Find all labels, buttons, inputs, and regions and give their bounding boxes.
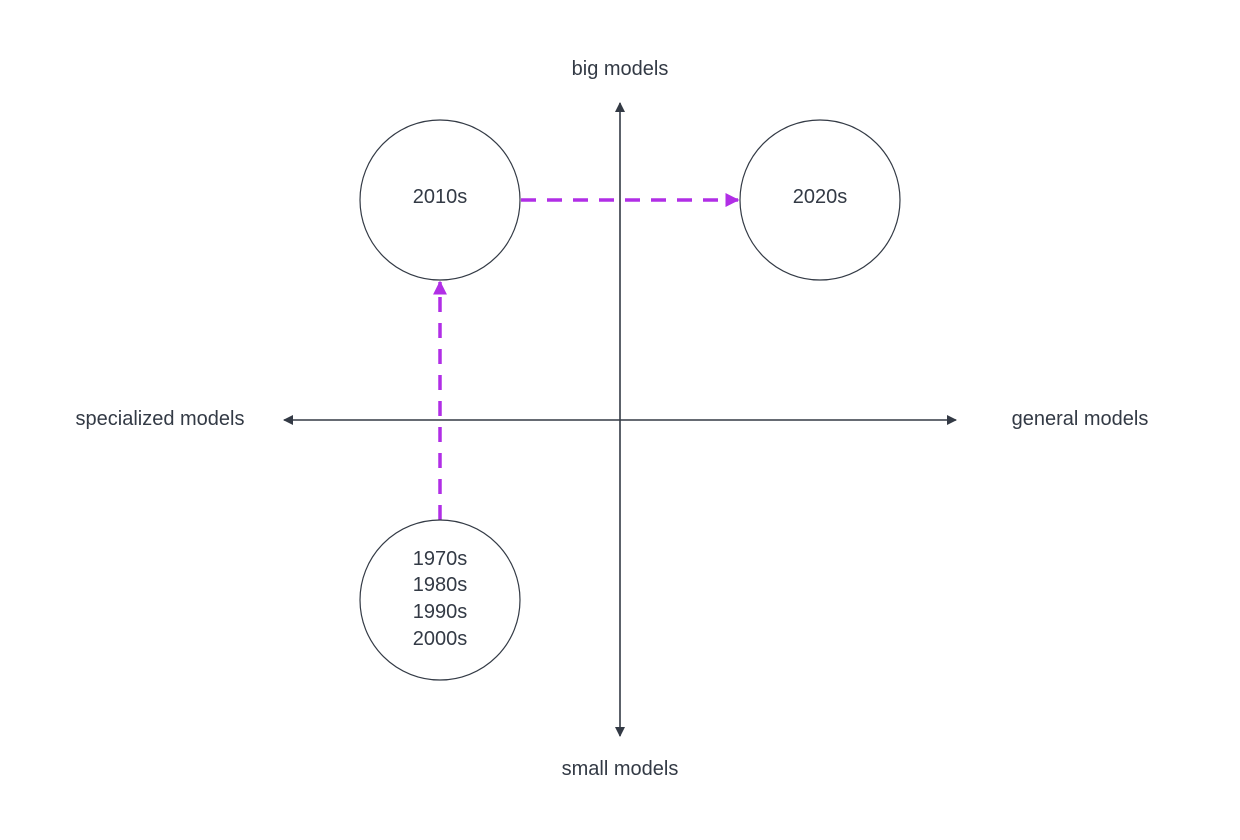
era-circle-early [359,519,521,681]
era-circle-2020s [739,119,901,281]
era-label-1980s: 1980s [413,574,468,596]
axis-label-left: specialized models [76,408,245,430]
era-circle-2010s [359,119,521,281]
era-node-2010s: 2010s [359,119,521,281]
axis-label-bottom: small models [562,758,679,780]
era-node-early: 1970s 1980s 1990s 2000s [359,519,521,681]
era-label-1970s: 1970s [413,548,468,570]
era-label-1990s: 1990s [413,601,468,623]
era-label-2000s: 2000s [413,628,468,650]
era-node-2020s: 2020s [739,119,901,281]
era-label-2010s: 2010s [413,186,468,208]
axis-label-right: general models [1012,408,1149,430]
axis-label-top: big models [572,58,669,80]
era-label-2020s: 2020s [793,186,848,208]
